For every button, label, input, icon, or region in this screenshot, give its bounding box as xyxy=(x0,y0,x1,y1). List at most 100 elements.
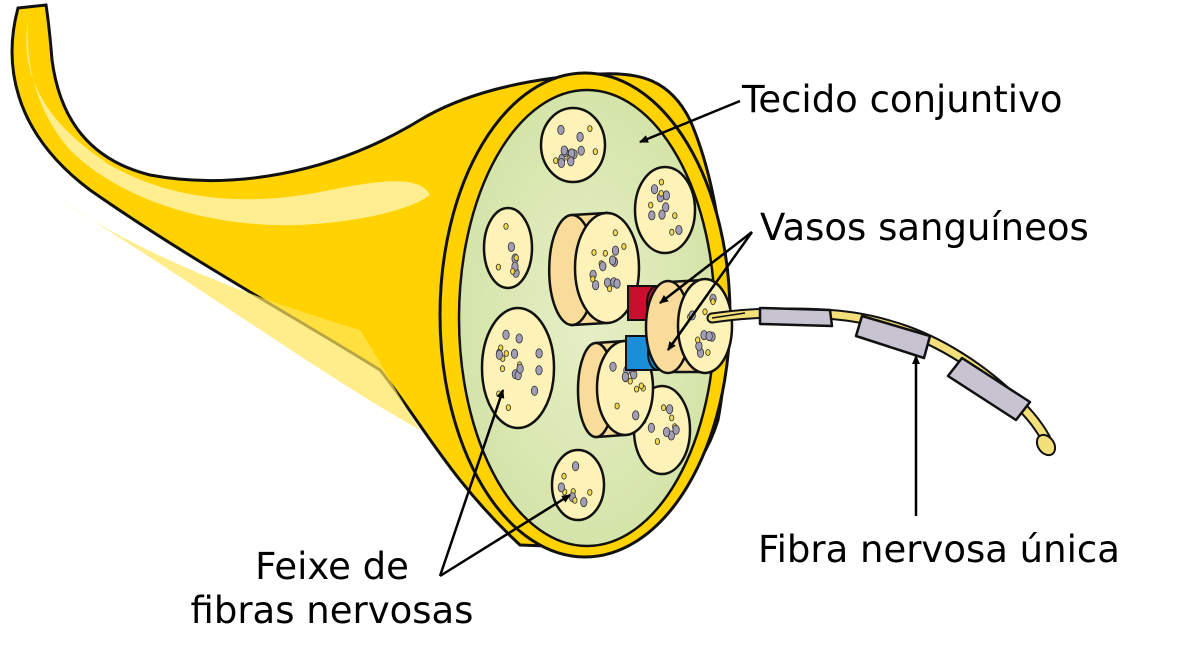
axon-dot xyxy=(613,278,621,289)
axon-dot xyxy=(658,189,664,197)
axon-dot xyxy=(665,404,674,415)
label-connective-tissue: Tecido conjuntivo xyxy=(742,78,1063,121)
trunk-highlight xyxy=(26,20,430,226)
axon-dot xyxy=(535,348,543,359)
axon-dot xyxy=(609,361,617,372)
single-fiber xyxy=(706,306,1057,457)
axon-dot xyxy=(648,201,654,209)
pointer-vein xyxy=(666,231,754,351)
axon-dot xyxy=(553,157,559,165)
axon-dot xyxy=(510,348,519,359)
axon-dot xyxy=(557,124,565,135)
axon-dot xyxy=(660,404,667,412)
axon-dot xyxy=(571,461,580,472)
pointer-bundle-2 xyxy=(439,493,571,578)
axon-dot xyxy=(648,210,656,221)
axon-dot xyxy=(658,178,665,186)
axon-dot xyxy=(602,249,608,257)
axon-dot xyxy=(495,349,503,360)
axon-dot xyxy=(702,308,708,316)
fascicle xyxy=(633,165,697,255)
myelin-segment-2 xyxy=(854,314,932,360)
label-fiber-bundle-line1: Feixe de xyxy=(255,545,409,588)
axon-dot xyxy=(606,285,613,293)
axon-dot xyxy=(557,482,566,493)
label-single-nerve-fiber: Fibra nervosa única xyxy=(758,528,1120,571)
axon-dot xyxy=(513,254,519,262)
axon-dot xyxy=(662,426,671,437)
axon-dot xyxy=(507,241,515,252)
axon-dot xyxy=(633,385,640,393)
axon-dot xyxy=(611,245,620,256)
extended-fascicle xyxy=(644,277,734,375)
axon-dot xyxy=(672,212,678,220)
axon-dot xyxy=(577,145,585,156)
axon-dot xyxy=(495,263,501,271)
axon-dot xyxy=(621,243,627,250)
axon-dot xyxy=(592,148,598,156)
axon-dot xyxy=(515,333,523,344)
trunk-sheen xyxy=(60,200,420,430)
axon-dot xyxy=(560,145,568,156)
axon-dot xyxy=(614,402,620,410)
axon-dot xyxy=(505,404,511,412)
fascicle xyxy=(550,448,606,522)
axon-dot xyxy=(705,349,711,356)
myelin-segment-1 xyxy=(758,306,834,328)
axon-dot xyxy=(580,497,588,508)
axon-dot xyxy=(590,275,596,283)
axon-dot xyxy=(587,488,593,496)
axon-dot xyxy=(530,385,539,396)
axon-dot xyxy=(650,184,659,195)
axon-dot xyxy=(675,224,683,235)
axon-dot xyxy=(557,157,566,168)
pointer-artery xyxy=(659,231,753,304)
axon-dot xyxy=(591,249,597,256)
axon-dot xyxy=(672,424,680,435)
axon-dot xyxy=(669,414,675,422)
fascicle xyxy=(482,206,534,290)
axon-dot xyxy=(576,131,584,142)
axon-dot xyxy=(647,422,656,433)
axon-dot xyxy=(535,365,543,376)
axon-dot xyxy=(499,365,506,373)
label-fiber-bundle-line2: fibras nervosas xyxy=(190,589,474,633)
myelin-segment-3 xyxy=(946,356,1032,422)
axon-dot xyxy=(503,350,509,357)
axon-dot xyxy=(608,255,617,266)
axon-dot xyxy=(632,410,640,421)
axon-dot xyxy=(516,363,524,374)
axon-dot xyxy=(669,228,675,236)
axon-dot xyxy=(503,222,509,230)
axon-dot xyxy=(587,125,593,133)
axon-dot xyxy=(572,496,578,504)
axon-dot xyxy=(599,261,607,272)
axon-dot xyxy=(654,438,661,445)
axon-dot xyxy=(695,336,701,344)
axon-dot xyxy=(662,202,670,213)
fascicle-cylinder xyxy=(547,211,641,327)
axon-dot xyxy=(658,209,666,220)
axon-dot xyxy=(662,190,670,201)
fascicle-group xyxy=(480,106,697,522)
axon-dot xyxy=(591,280,600,291)
axon-dot xyxy=(710,298,716,306)
axon-dot xyxy=(510,267,516,275)
axon-dot xyxy=(561,472,567,480)
axon-dot xyxy=(638,382,644,390)
pointer-bundle-1 xyxy=(438,389,505,577)
axon-dot xyxy=(621,371,630,382)
label-fiber-bundle: Feixe de fibras nervosas xyxy=(152,545,512,634)
fascicle xyxy=(480,306,556,430)
pointer-connective-tissue xyxy=(639,99,741,144)
fascicle xyxy=(539,106,607,184)
axon-dot xyxy=(705,331,713,342)
axon-dot xyxy=(627,377,633,385)
extended-fascicle-axons xyxy=(687,293,717,358)
axon-dot xyxy=(612,229,618,237)
axon-dot xyxy=(502,329,510,340)
label-blood-vessels: Vasos sanguíneos xyxy=(760,206,1089,249)
axon-dot xyxy=(567,156,575,167)
